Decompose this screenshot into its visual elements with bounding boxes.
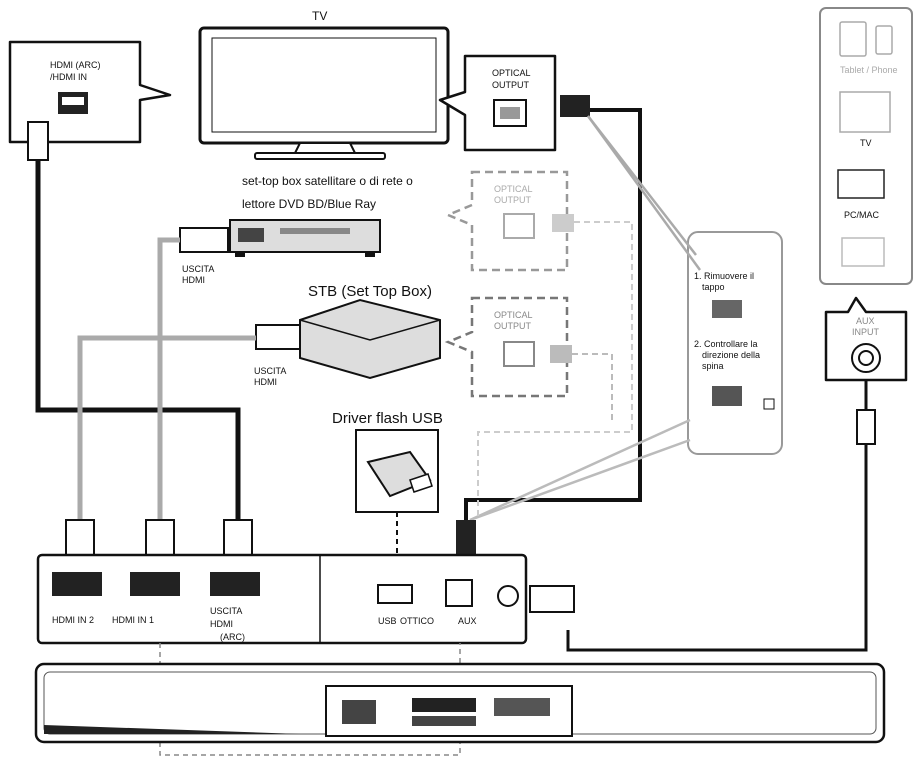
bd-optical-callout: OPTICAL OUTPUT	[444, 170, 574, 272]
usb-title: Driver flash USB	[332, 410, 443, 427]
instructions-panel: 1. Rimuovere il tappo 2. Controllare la …	[687, 231, 783, 455]
optical-port-label: OTTICO	[400, 616, 434, 626]
hdmi-arc-label-2: /HDMI IN	[50, 72, 87, 82]
usb-callout	[355, 429, 439, 513]
bd-player-title-2: lettore DVD BD/Blue Ray	[242, 197, 376, 211]
bd-hdmi-plug	[179, 227, 229, 253]
soundbar-panel: HDMI IN 2 HDMI IN 1 USCITA HDMI (ARC) US…	[36, 553, 528, 645]
hdmi-out-label-1: USCITA	[210, 606, 242, 616]
tv-title: TV	[312, 9, 327, 23]
devices-panel: Tablet / Phone TV PC/MAC	[819, 7, 913, 285]
stb-box	[299, 298, 441, 380]
pc-label: PC/MAC	[844, 210, 880, 220]
stb-optical-callout: OPTICAL OUTPUT	[444, 296, 572, 398]
tablet-label: Tablet / Phone	[840, 65, 898, 75]
tv	[198, 26, 450, 160]
hdmi-out-label-2: HDMI	[210, 619, 233, 629]
bd-optical-label-1: OPTICAL	[494, 184, 533, 194]
tv-optical-label-1: OPTICAL	[492, 68, 531, 78]
device-tv-label: TV	[860, 138, 872, 148]
stb-optical-label-1: OPTICAL	[494, 310, 533, 320]
aux-input-callout: AUX INPUT	[824, 296, 908, 382]
hdmi-in1-label: HDMI IN 1	[112, 615, 154, 625]
step1-line1: 1. Rimuovere il	[694, 271, 754, 281]
soundbar-body	[34, 662, 886, 744]
aux-port-label: AUX	[458, 616, 477, 626]
usb-port-label: USB	[378, 616, 397, 626]
step2-line1: 2. Controllare la	[694, 339, 758, 349]
bd-player-title-1: set-top box satellitare o di rete o	[242, 174, 413, 188]
tv-optical-label-2: OUTPUT	[492, 80, 530, 90]
hdmi-out-label-3: (ARC)	[220, 632, 245, 642]
bd-output-label-1: USCITA	[182, 264, 214, 274]
stb-title: STB (Set Top Box)	[308, 283, 432, 300]
bd-player	[229, 219, 381, 257]
bd-optical-label-2: OUTPUT	[494, 195, 532, 205]
step2-line3: spina	[702, 361, 724, 371]
hdmi-in2-label: HDMI IN 2	[52, 615, 94, 625]
stb-hdmi-plug	[255, 324, 301, 350]
tv-optical-callout: OPTICAL OUTPUT	[438, 54, 590, 152]
step1-line2: tappo	[702, 282, 725, 292]
hdmi-arc-label-1: HDMI (ARC)	[50, 60, 101, 70]
bd-output-label-2: HDMI	[182, 275, 205, 285]
stb-optical-label-2: OUTPUT	[494, 321, 532, 331]
stb-output-label-2: HDMI	[254, 377, 277, 387]
aux-input-label-1: AUX	[856, 316, 875, 326]
step2-line2: direzione della	[702, 350, 760, 360]
stb-output-label-1: USCITA	[254, 366, 286, 376]
aux-input-label-2: INPUT	[852, 327, 880, 337]
